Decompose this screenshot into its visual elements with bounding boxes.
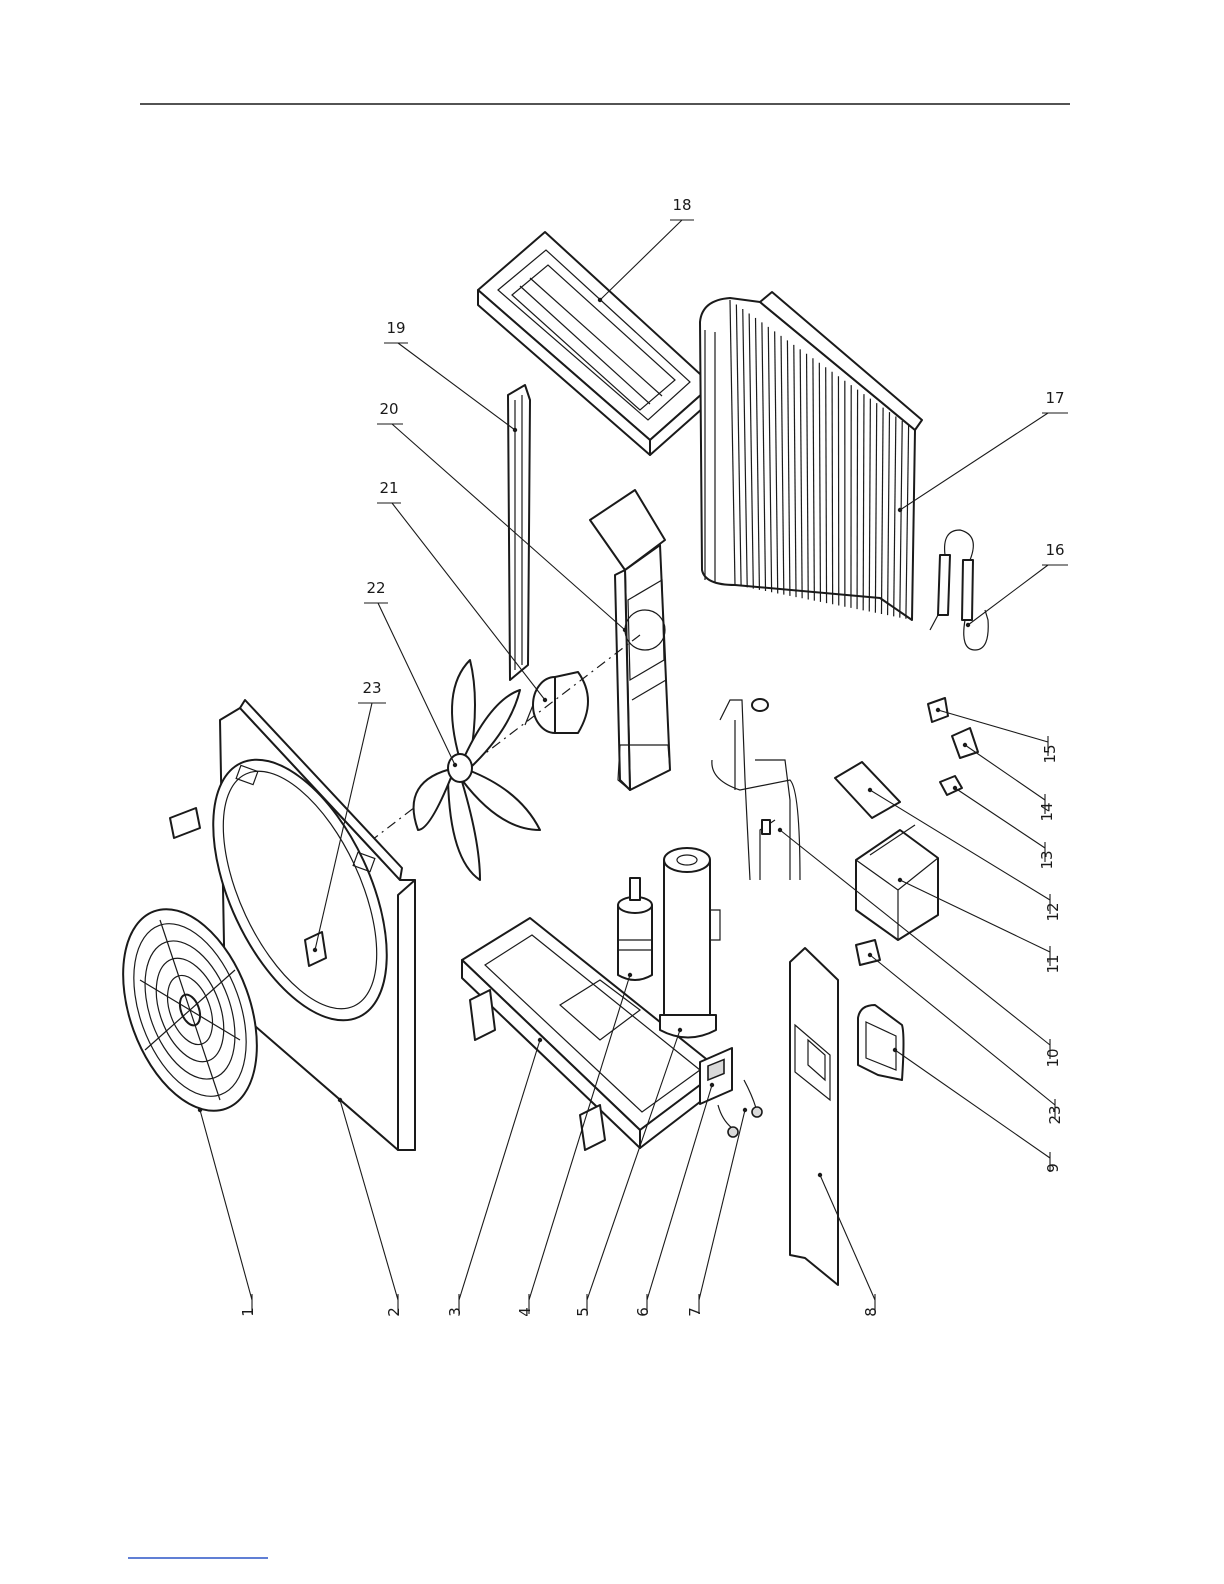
callout-number: 18	[672, 196, 691, 214]
callout-target-dot	[893, 1048, 897, 1052]
callout-14: 13	[953, 786, 1056, 870]
callout-number: 22	[366, 579, 385, 597]
callout-target-dot	[953, 786, 957, 790]
callout-number: 3	[446, 1307, 464, 1317]
callout-9: 9	[893, 1048, 1062, 1173]
callout-target-dot	[966, 623, 970, 627]
control-board	[835, 762, 900, 818]
capillary-assembly	[930, 530, 988, 650]
accumulator	[618, 878, 652, 980]
callout-leader-line	[699, 1110, 745, 1300]
callout-leader-line	[900, 413, 1048, 510]
coil-fin	[857, 390, 858, 609]
callout-target-dot	[898, 878, 902, 882]
side-column	[508, 385, 530, 680]
callout-number: 11	[1044, 954, 1062, 973]
callout-leader-line	[968, 565, 1048, 625]
callout-target-dot	[313, 948, 317, 952]
callout-number: 17	[1045, 389, 1064, 407]
callout-target-dot	[513, 428, 517, 432]
coil-fin	[832, 372, 833, 605]
callout-number: 14	[1038, 802, 1056, 821]
callout-1: 1	[198, 1108, 257, 1317]
coil-fin	[863, 394, 864, 610]
callout-leader-line	[459, 1040, 540, 1300]
callout-number: 6	[634, 1307, 652, 1317]
fan-blade	[414, 660, 540, 880]
callout-number: 23	[1046, 1105, 1064, 1124]
valve-mounting-plate	[700, 1048, 732, 1104]
callout-number: 23	[362, 679, 381, 697]
callout-18: 17	[898, 389, 1068, 512]
callout-target-dot	[868, 953, 872, 957]
callout-number: 19	[386, 319, 405, 337]
callout-target-dot	[538, 1038, 542, 1042]
motor-bracket	[590, 490, 670, 790]
callout-target-dot	[963, 743, 967, 747]
callout-17: 16	[966, 541, 1068, 627]
callout-number: 2	[385, 1307, 403, 1317]
callout-number: 20	[379, 400, 398, 418]
callout-number: 16	[1045, 541, 1064, 559]
compressor	[660, 848, 720, 1038]
callout-target-dot	[936, 708, 940, 712]
callout-number: 5	[574, 1307, 592, 1317]
callout-3: 3	[446, 1038, 542, 1317]
callout-leader-line	[378, 603, 455, 765]
callout-20: 19	[384, 319, 517, 432]
callout-number: 15	[1041, 744, 1059, 763]
callout-number: 4	[516, 1307, 534, 1317]
callout-leader-line	[895, 1050, 1050, 1158]
callout-target-dot	[543, 698, 547, 702]
callout-23: 22	[364, 579, 457, 767]
callout-number: 9	[1044, 1163, 1062, 1173]
callout-number: 12	[1044, 902, 1062, 921]
callout-number: 1	[239, 1307, 257, 1317]
callout-leader-line	[200, 1110, 252, 1300]
callout-leader-line	[398, 343, 515, 430]
callout-target-dot	[598, 298, 602, 302]
handle-right	[856, 940, 880, 965]
callout-target-dot	[678, 1028, 682, 1032]
pipe-assembly	[712, 699, 800, 880]
callout-target-dot	[628, 973, 632, 977]
callout-number: 7	[686, 1307, 704, 1317]
callout-target-dot	[198, 1108, 202, 1112]
callout-21: 20	[377, 400, 627, 632]
callout-number: 8	[862, 1307, 880, 1317]
callout-target-dot	[868, 788, 872, 792]
callout-19: 18	[598, 196, 694, 302]
callout-target-dot	[710, 1083, 714, 1087]
side-panel	[790, 948, 838, 1285]
callout-number: 21	[379, 479, 398, 497]
cover-plate	[858, 1005, 904, 1080]
terminal-block	[940, 776, 962, 795]
callout-target-dot	[623, 628, 627, 632]
callout-target-dot	[338, 1098, 342, 1102]
callout-target-dot	[453, 763, 457, 767]
condenser-coil	[700, 292, 922, 620]
callout-number: 13	[1038, 850, 1056, 869]
callout-number: 10	[1044, 1048, 1062, 1067]
handle-left	[170, 808, 200, 838]
callout-leader-line	[965, 745, 1045, 800]
fan-motor	[525, 672, 588, 733]
callout-leader-line	[600, 220, 682, 300]
callout-target-dot	[743, 1108, 747, 1112]
callout-target-dot	[898, 508, 902, 512]
callout-leader-line	[955, 788, 1045, 848]
callout-target-dot	[818, 1173, 822, 1177]
callout-target-dot	[778, 828, 782, 832]
